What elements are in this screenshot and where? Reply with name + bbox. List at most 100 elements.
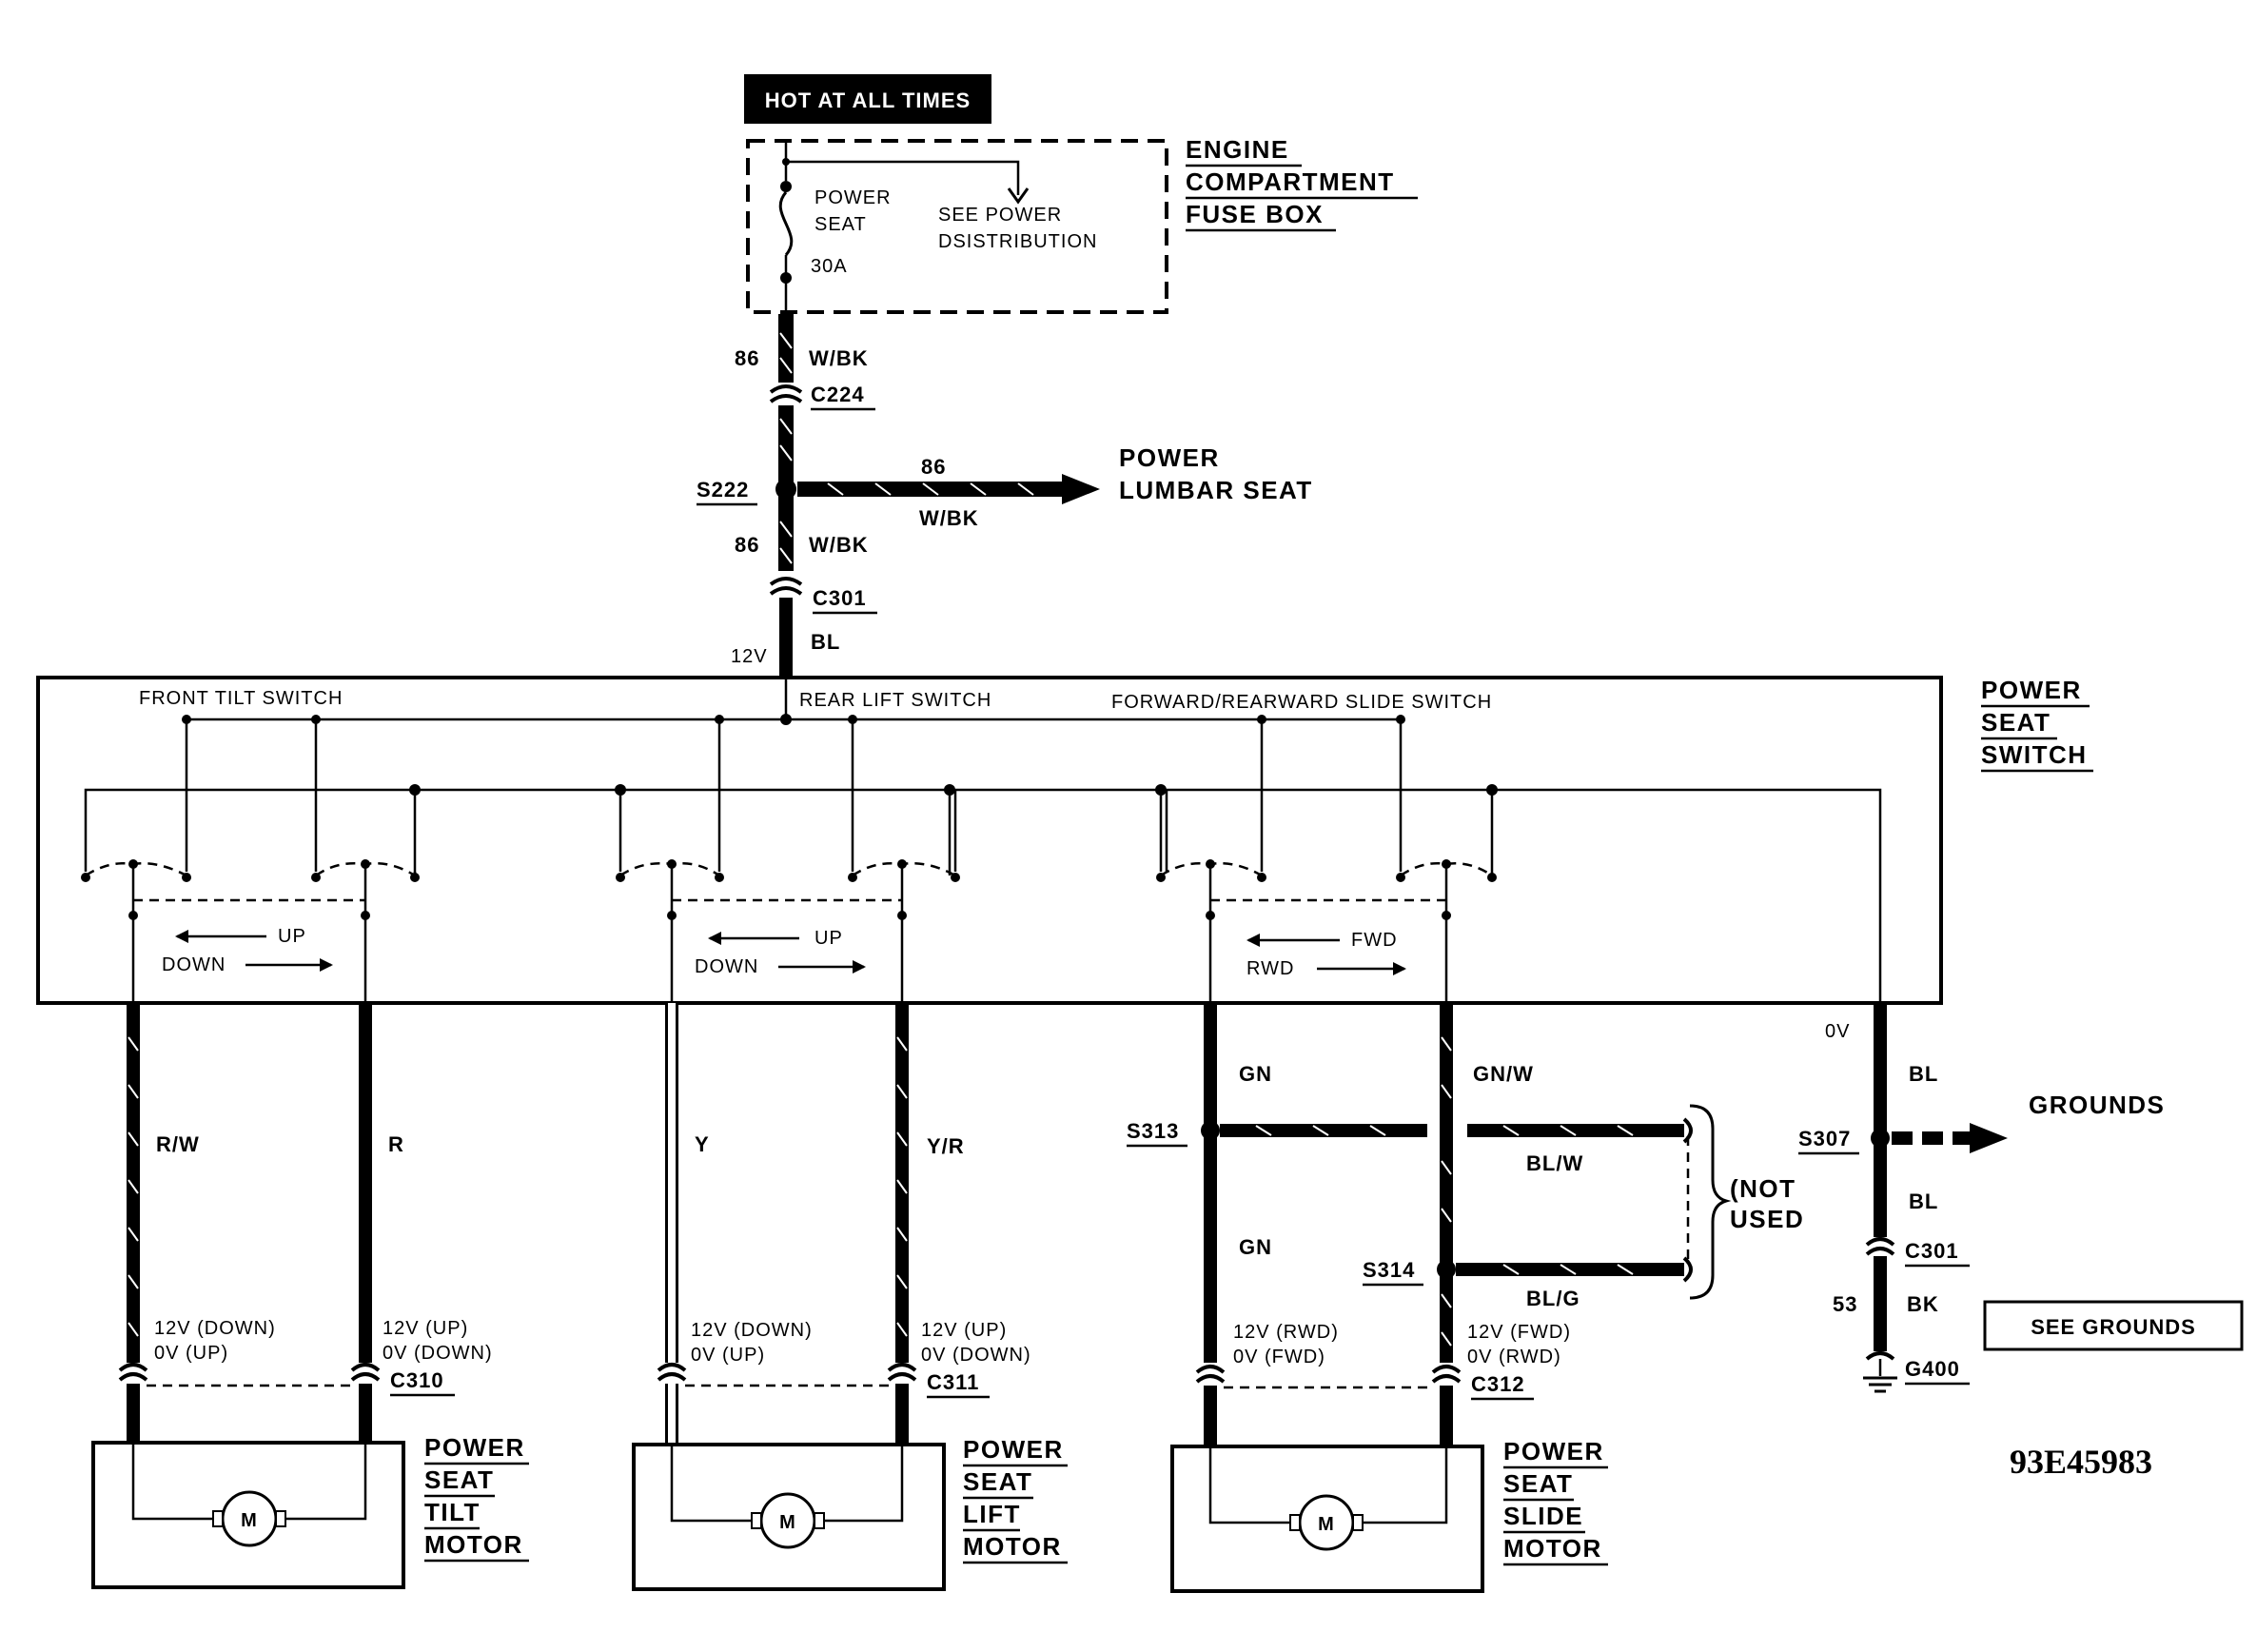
- rear-lift-switch-label: REAR LIFT SWITCH: [799, 690, 991, 711]
- arrow-left-icon: [175, 930, 188, 943]
- switch-label-line1: POWER: [1981, 676, 2082, 704]
- arrow-right-icon: [1970, 1123, 2008, 1153]
- document-number: 93E45983: [2010, 1443, 2152, 1481]
- arrow-left-icon: [1246, 934, 1260, 947]
- connector-c312-label: C312: [1471, 1372, 1525, 1396]
- switch-internal-wiring: [84, 679, 1882, 1003]
- tilt-down-label: DOWN: [162, 954, 226, 975]
- see-grounds-label: SEE GROUNDS: [2031, 1315, 2196, 1339]
- slide-switch-label: FORWARD/REARWARD SLIDE SWITCH: [1111, 692, 1492, 713]
- splice-s313-label: S313: [1127, 1119, 1179, 1143]
- switch-label-line2: SEAT: [1981, 708, 2051, 737]
- slide-right-state-1: 12V (FWD): [1467, 1322, 1571, 1343]
- lumbar-seat-label-line1: POWER: [1119, 443, 1220, 472]
- tilt-direction-arrows: UP DOWN: [162, 926, 333, 975]
- lift-wire-right: [895, 1003, 909, 1363]
- feed-color-bl: BL: [811, 630, 840, 654]
- tilt-up-label: UP: [278, 926, 306, 947]
- slide-wire-right-color: GN/W: [1473, 1062, 1534, 1086]
- splice-s307-label: S307: [1798, 1127, 1851, 1150]
- slide-rwd-label: RWD: [1246, 958, 1294, 979]
- fuse-icon: [778, 191, 794, 256]
- lift-motor-label: POWER SEAT LIFT MOTOR: [963, 1435, 1068, 1564]
- connector-c311-label: C311: [927, 1370, 979, 1394]
- arrow-left-icon: [708, 932, 721, 945]
- slide-motor-label-2: SEAT: [1503, 1469, 1573, 1498]
- arrow-right-icon: [1393, 962, 1406, 975]
- slide-wire-left-color-upper: GN: [1239, 1062, 1272, 1086]
- splice-s314-label: S314: [1363, 1258, 1415, 1282]
- see-power-line1: SEE POWER: [938, 205, 1062, 226]
- tilt-motor-label-1: POWER: [424, 1433, 525, 1462]
- bl-w-label: BL/W: [1526, 1151, 1583, 1175]
- arrow-right-icon: [853, 960, 866, 974]
- tilt-right-state-1: 12V (UP): [383, 1318, 468, 1339]
- tilt-wire-left: [127, 1003, 140, 1363]
- ground-color-lower: BK: [1907, 1292, 1939, 1316]
- arrow-right-icon: [320, 958, 333, 972]
- splice-s314-dot: [1437, 1260, 1456, 1279]
- connector-c301-ground-label: C301: [1905, 1239, 1959, 1263]
- not-used-bracket: (NOT USED: [1686, 1104, 1803, 1300]
- lift-right-state-2: 0V (DOWN): [921, 1345, 1031, 1366]
- slide-motor: M: [1170, 1445, 1484, 1593]
- branch-wire-lumbar: [797, 474, 1100, 504]
- ground-circuit: 53: [1833, 1292, 1857, 1316]
- tilt-motor: M: [91, 1441, 405, 1589]
- ground-point-label: G400: [1905, 1357, 1960, 1381]
- slide-wire-left-color-lower: GN: [1239, 1235, 1272, 1259]
- brace-icon: [1689, 1104, 1732, 1300]
- lift-motor-label-4: MOTOR: [963, 1532, 1062, 1561]
- tilt-right-state-2: 0V (DOWN): [383, 1343, 493, 1364]
- lift-wire-left-color: Y: [695, 1132, 710, 1156]
- tilt-wire-right-color: R: [388, 1132, 404, 1156]
- fuse-rating: 30A: [811, 256, 848, 277]
- connector-c301-feed-symbol: [769, 577, 803, 596]
- fuse-name-line2: SEAT: [814, 214, 867, 235]
- lift-wire-right-color: Y/R: [927, 1134, 965, 1158]
- lift-motor-symbol: M: [779, 1512, 796, 1533]
- switch-contacts: [81, 859, 1497, 1007]
- feed-circuit-upper: 86: [735, 346, 759, 370]
- fuse-box-label-line1: ENGINE: [1186, 135, 1289, 164]
- hot-at-all-times-label: HOT AT ALL TIMES: [765, 88, 971, 112]
- hot-at-all-times-badge: HOT AT ALL TIMES: [744, 74, 991, 124]
- connector-c301-feed-label: C301: [813, 586, 867, 610]
- ground-voltage: 0V: [1825, 1021, 1850, 1042]
- slide-left-state-2: 0V (FWD): [1233, 1347, 1325, 1367]
- feed-color-lower: W/BK: [809, 533, 869, 557]
- ground-color-upper: BL: [1909, 1062, 1938, 1086]
- slide-motor-symbol: M: [1318, 1514, 1335, 1535]
- slide-motor-label-4: MOTOR: [1503, 1534, 1602, 1563]
- connector-c224-label: C224: [811, 383, 865, 406]
- lift-up-label: UP: [814, 928, 843, 949]
- connector-c310-label: C310: [390, 1368, 444, 1392]
- lift-down-label: DOWN: [695, 956, 758, 977]
- slide-wire-right: [1440, 1003, 1453, 1363]
- fuse-box-label-line2: COMPARTMENT: [1186, 167, 1395, 196]
- slide-motor-label: POWER SEAT SLIDE MOTOR: [1503, 1437, 1608, 1566]
- connector-c224-symbol: [769, 384, 803, 403]
- feed-color-upper: W/BK: [809, 346, 869, 370]
- ground-color-mid: BL: [1909, 1190, 1938, 1213]
- splice-s222-dot: [775, 479, 796, 500]
- splice-s222-label: S222: [697, 478, 749, 502]
- slide-direction-arrows: FWD RWD: [1246, 930, 1406, 979]
- lift-direction-arrows: UP DOWN: [695, 928, 866, 977]
- bl-g-label: BL/G: [1526, 1287, 1580, 1310]
- branch-color: W/BK: [919, 506, 979, 530]
- slide-left-state-1: 12V (RWD): [1233, 1322, 1339, 1343]
- lift-motor: M: [632, 1443, 946, 1591]
- tilt-left-state-1: 12V (DOWN): [154, 1318, 276, 1339]
- see-power-line2: DSISTRIBUTION: [938, 231, 1097, 252]
- lift-left-state-1: 12V (DOWN): [691, 1320, 813, 1341]
- feed-voltage: 12V: [731, 646, 768, 667]
- branch-arrow-icon: [1062, 474, 1100, 504]
- lift-motor-label-2: SEAT: [963, 1467, 1032, 1496]
- slide-fwd-label: FWD: [1351, 930, 1398, 951]
- slide-motor-label-3: SLIDE: [1503, 1502, 1583, 1530]
- fuse-box-label-line3: FUSE BOX: [1186, 200, 1324, 228]
- power-seat-switch-box: [36, 676, 1943, 1005]
